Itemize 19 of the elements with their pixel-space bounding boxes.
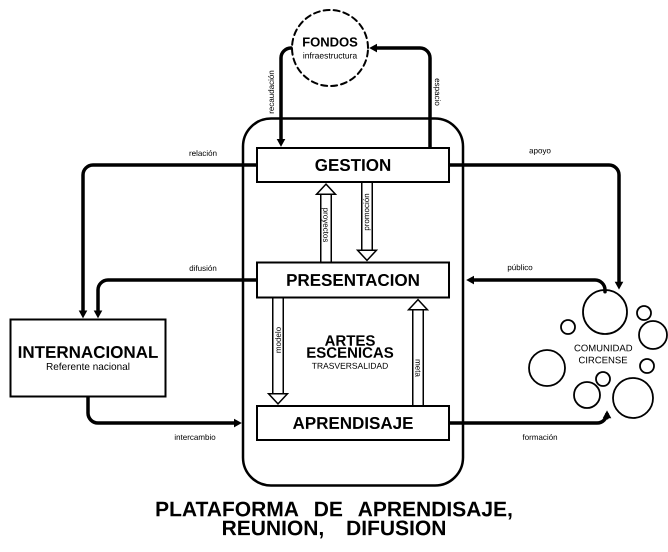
title: PLATAFORMA DE APRENDISAJE, REUNION, DIFUSION	[156, 502, 512, 538]
edge-label: proyectos	[322, 208, 328, 242]
process-box: INTERNACIONAL Referente nacional	[10, 318, 166, 398]
edge-label: modelo	[275, 327, 281, 353]
edge-label: espacio	[432, 77, 442, 107]
edge-label: apoyo	[528, 148, 552, 156]
process-box: PRESENTACION	[256, 262, 450, 298]
edge-label: relación	[188, 149, 218, 157]
edge-label: meta	[415, 360, 421, 377]
bubble-cluster-drawing: COMUNIDAD CIRCENSE	[528, 289, 668, 419]
edge-label: recaudación	[267, 69, 275, 115]
edge-label: público	[506, 263, 534, 273]
edge-label: intercambio	[173, 433, 217, 441]
edge-label: formación	[521, 433, 559, 441]
process-box: GESTION	[256, 147, 450, 183]
process-box: APRENDISAJE	[256, 405, 450, 441]
node-label: COMUNIDAD CIRCENSE	[574, 344, 632, 364]
edge-label: promoción	[363, 194, 371, 230]
edge-label: difusión	[188, 264, 218, 272]
